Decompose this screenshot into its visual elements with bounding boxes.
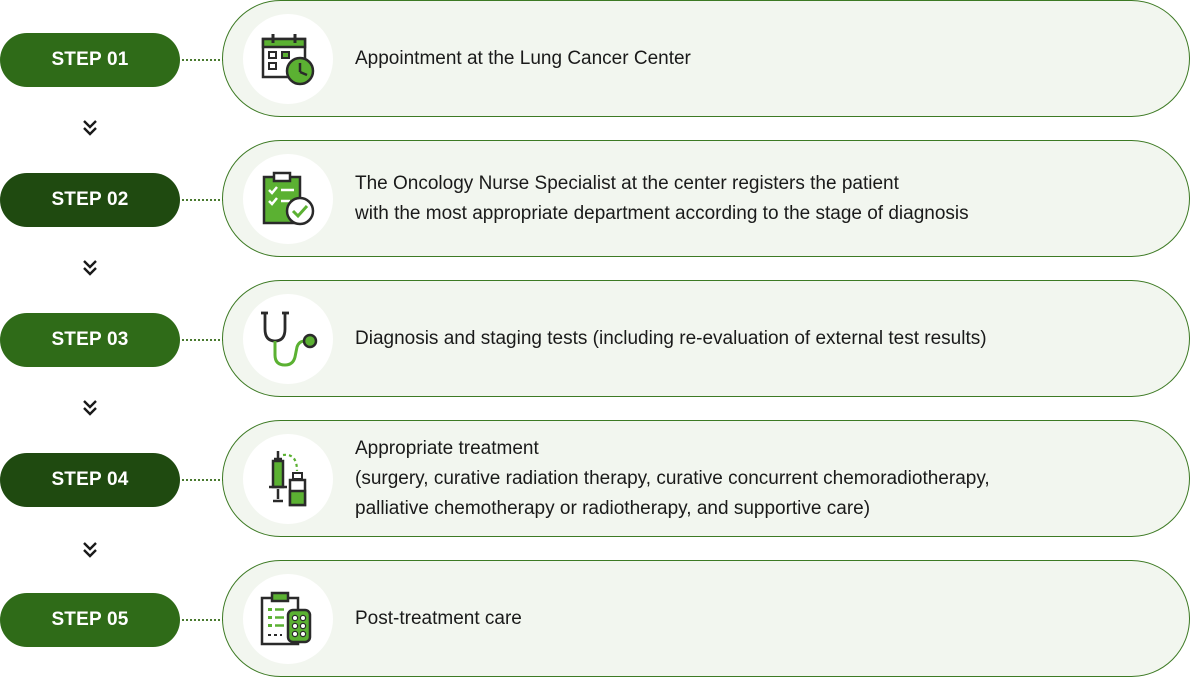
step-description: Appointment at the Lung Cancer Center [355,47,691,69]
step-card-1: Appointment at the Lung Cancer Center [222,0,1190,117]
step-row-3: STEP 03 Diagnosis and staging tests (inc… [0,280,1193,400]
step-description: with the most appropriate department acc… [355,202,969,224]
step-row-1: STEP 01 Appointment at the Lung Cancer C… [0,0,1193,120]
connector-dots [182,479,224,481]
calendar-clock-icon [261,34,315,86]
icon-circle [243,294,333,384]
step-row-2: STEP 02 The Oncology Nurse Specialist at… [0,140,1193,260]
syringe-vial-icon [269,451,307,507]
step-text-3: Diagnosis and staging tests (including r… [355,281,987,396]
chevron-down-icon [83,542,97,558]
icon-circle [243,434,333,524]
step-badge-1: STEP 01 [0,33,180,87]
connector-dots [182,339,224,341]
icon-circle [243,154,333,244]
chevron-down-icon [83,120,97,136]
step-description: palliative chemotherapy or radiotherapy,… [355,497,871,519]
step-card-2: The Oncology Nurse Specialist at the cen… [222,140,1190,257]
connector-dots [182,199,224,201]
step-badge-2: STEP 02 [0,173,180,227]
step-badge-4: STEP 04 [0,453,180,507]
chevron-down-icon [83,400,97,416]
icon-circle [243,14,333,104]
step-description: Diagnosis and staging tests (including r… [355,327,987,349]
connector-dots [182,59,224,61]
step-description: The Oncology Nurse Specialist at the cen… [355,172,899,194]
chevron-down-icon [83,260,97,276]
step-description: (surgery, curative radiation therapy, cu… [355,467,990,489]
step-card-5: Post-treatment care [222,560,1190,677]
step-card-3: Diagnosis and staging tests (including r… [222,280,1190,397]
step-description: Appropriate treatment [355,437,539,459]
connector-dots [182,619,224,621]
icon-circle [243,574,333,664]
step-badge-3: STEP 03 [0,313,180,367]
clipboard-check-icon [262,171,315,226]
step-row-5: STEP 05 Post-tr [0,560,1193,680]
step-text-2: The Oncology Nurse Specialist at the cen… [355,141,969,256]
step-description: Post-treatment care [355,607,522,629]
clipboard-pills-icon [260,591,312,646]
step-card-4: Appropriate treatment (surgery, curative… [222,420,1190,537]
step-text-4: Appropriate treatment (surgery, curative… [355,421,990,536]
step-row-4: STEP 04 Appropriate treatment (surgery, … [0,420,1193,540]
step-badge-5: STEP 05 [0,593,180,647]
stethoscope-icon [261,311,318,367]
step-text-1: Appointment at the Lung Cancer Center [355,1,691,116]
step-text-5: Post-treatment care [355,561,522,676]
